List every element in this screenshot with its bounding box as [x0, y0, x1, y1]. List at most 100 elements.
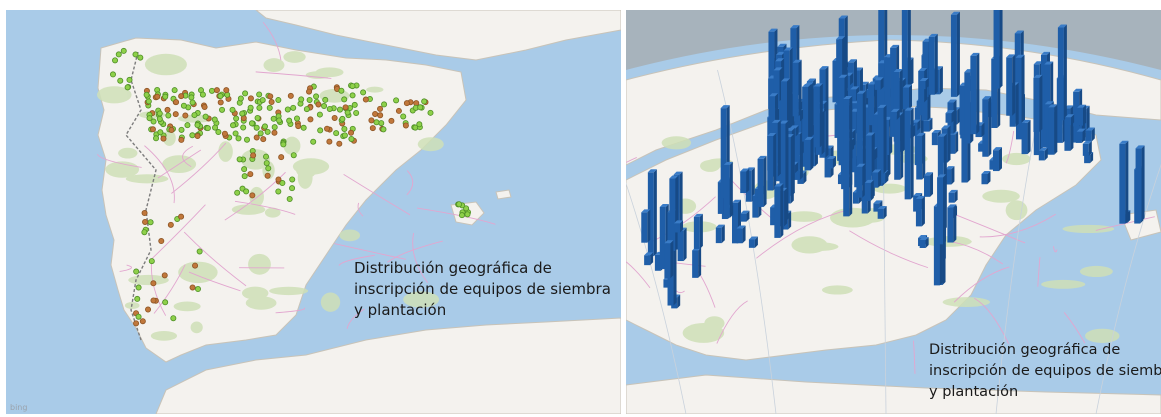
registration-marker	[194, 122, 201, 129]
registration-bar	[792, 59, 802, 117]
vegetation-patch	[269, 286, 309, 296]
registration-bar	[1057, 24, 1067, 121]
registration-marker	[196, 248, 203, 255]
registration-marker	[234, 189, 241, 196]
registration-marker	[249, 192, 256, 199]
right-map-caption: Distribución geográfica de inscripción d…	[929, 340, 1161, 403]
registration-marker	[349, 92, 356, 99]
registration-marker	[178, 136, 185, 143]
registration-marker	[199, 91, 206, 98]
left-map-panel[interactable]: Distribución geográfica de inscripción d…	[6, 10, 621, 414]
registration-marker	[377, 105, 384, 112]
registration-marker	[247, 171, 254, 178]
registration-marker	[380, 126, 387, 133]
vegetation-patch	[178, 261, 218, 284]
registration-bar	[1077, 104, 1087, 126]
registration-marker	[160, 135, 167, 142]
registration-bar	[937, 174, 947, 245]
registration-marker	[372, 110, 379, 117]
left-map-canvas	[6, 10, 621, 414]
registration-bar	[813, 83, 823, 148]
registration-marker	[178, 126, 185, 133]
registration-marker	[142, 218, 149, 225]
vegetation-patch	[661, 136, 692, 150]
registration-marker	[109, 71, 116, 78]
vegetation-patch	[1062, 224, 1115, 234]
vegetation-patch	[245, 296, 277, 310]
registration-marker	[172, 111, 179, 118]
vegetation-patch	[1005, 200, 1028, 221]
registration-marker	[276, 117, 283, 124]
registration-marker	[248, 120, 255, 127]
registration-marker	[230, 122, 237, 129]
vegetation-patch	[339, 229, 361, 242]
registration-marker	[145, 98, 152, 105]
registration-marker	[201, 103, 208, 110]
right-map-panel[interactable]: Distribución geográfica de inscripción d…	[626, 10, 1161, 414]
registration-bar	[664, 240, 674, 279]
registration-marker	[369, 125, 376, 132]
registration-marker	[237, 95, 244, 102]
registration-marker	[266, 104, 273, 111]
registration-marker	[247, 104, 254, 111]
vegetation-patch	[128, 274, 169, 286]
grid-line	[626, 182, 687, 414]
vegetation-patch	[118, 147, 138, 159]
vegetation-patch	[366, 86, 384, 93]
registration-marker	[284, 106, 291, 113]
registration-marker	[417, 104, 424, 111]
registration-marker	[275, 176, 282, 183]
registration-bar	[802, 83, 812, 142]
registration-bar	[945, 166, 955, 185]
registration-marker	[336, 106, 343, 113]
left-map-caption: Distribución geográfica de inscripción d…	[354, 258, 621, 321]
registration-marker	[368, 117, 375, 124]
registration-bar	[826, 156, 836, 169]
vegetation-patch	[125, 174, 169, 184]
registration-bar	[1038, 147, 1048, 161]
registration-marker	[135, 284, 142, 291]
registration-marker	[317, 127, 324, 134]
registration-marker	[336, 140, 343, 147]
registration-bar	[740, 210, 750, 222]
road	[716, 300, 748, 344]
registration-marker	[229, 106, 236, 113]
registration-marker	[133, 268, 140, 275]
registration-bar	[970, 52, 980, 135]
registration-bar	[1006, 54, 1016, 116]
registration-marker	[403, 100, 410, 107]
registration-marker	[143, 91, 150, 98]
registration-bar	[1119, 140, 1129, 224]
road	[338, 254, 375, 266]
registration-marker	[168, 126, 175, 133]
registration-bar	[692, 247, 702, 278]
registration-marker	[348, 135, 355, 142]
road	[183, 231, 247, 287]
registration-marker	[256, 91, 263, 98]
registration-bar	[947, 204, 957, 243]
registration-marker	[341, 132, 348, 139]
registration-marker	[286, 117, 293, 124]
road	[653, 196, 716, 242]
registration-bar	[950, 11, 960, 97]
vegetation-patch	[1002, 152, 1031, 166]
registration-bar	[981, 170, 991, 185]
vegetation-patch	[231, 204, 266, 215]
registration-marker	[171, 87, 178, 94]
vegetation-patch	[821, 285, 853, 295]
registration-marker	[243, 136, 250, 143]
registration-marker	[241, 166, 248, 173]
caption-line: inscripción de equipos de siembra	[929, 363, 1161, 379]
registration-marker	[184, 122, 191, 129]
registration-marker	[360, 89, 367, 96]
registration-marker	[289, 176, 296, 183]
registration-marker	[241, 173, 248, 180]
registration-marker	[162, 299, 169, 306]
registration-marker	[167, 221, 174, 228]
registration-marker	[164, 106, 171, 113]
registration-marker	[290, 104, 297, 111]
road	[849, 230, 929, 269]
registration-bar	[1065, 114, 1075, 126]
registration-marker	[306, 96, 313, 103]
registration-marker	[310, 138, 317, 145]
